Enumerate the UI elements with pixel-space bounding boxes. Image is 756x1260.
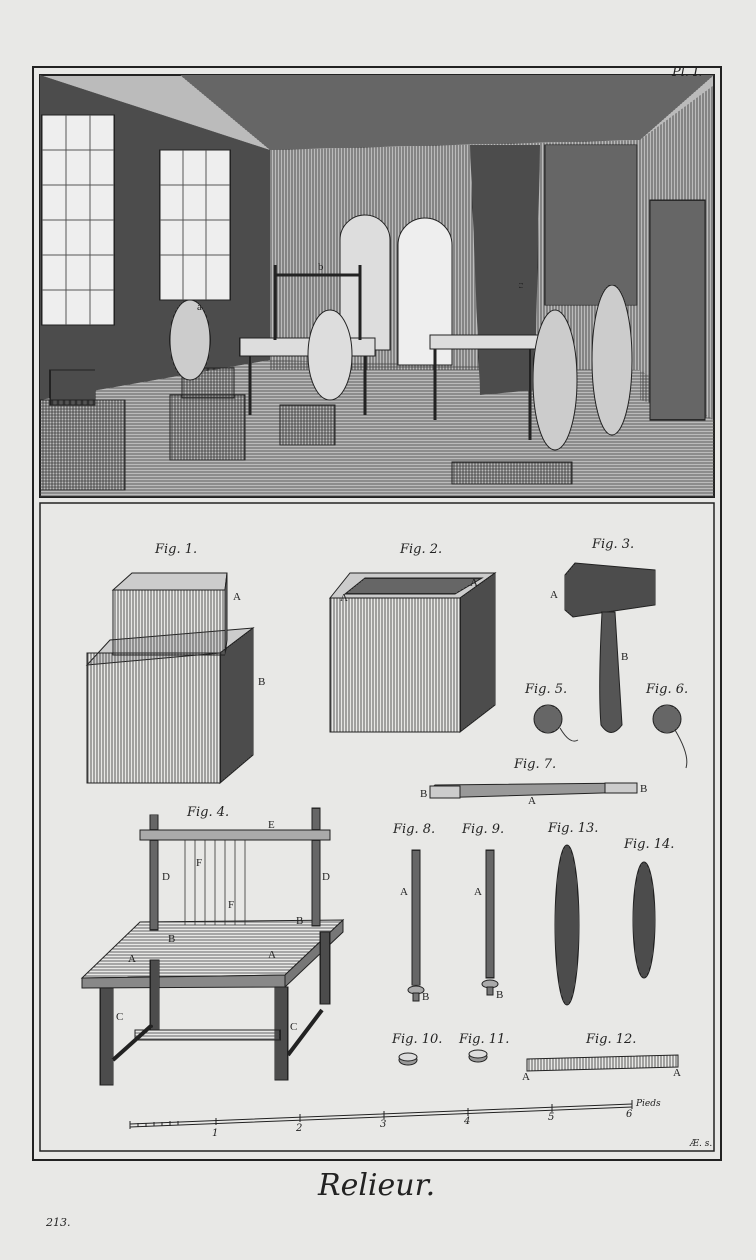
fig7-label: Fig. 7. [513, 757, 556, 772]
fig13-folding-bone: Fig. 13. [547, 821, 598, 1006]
fig1-label: Fig. 1. [154, 542, 197, 557]
fig7-letter-a: A [528, 795, 536, 807]
scale-tick-3: 3 [380, 1119, 386, 1130]
fig8-screw-rod: Fig. 8. A B [392, 822, 435, 1003]
fig4-letter-c-right: C [290, 1021, 297, 1033]
workshop-scene: a b c [39, 75, 714, 497]
scale-tick-4: 4 [463, 1116, 470, 1127]
fig1-letter-a: A [233, 591, 241, 603]
scene-letter-c: c [518, 279, 523, 291]
fig13-label: Fig. 13. [547, 821, 598, 836]
fig8-letter-a: A [400, 886, 408, 898]
scale-bar: 1 2 3 4 5 6 Pieds [129, 1099, 661, 1139]
outer-frame [32, 66, 722, 1161]
plate-title: Relieur. [317, 1168, 435, 1203]
fig6-label: Fig. 6. [645, 682, 688, 697]
fig11-label: Fig. 11. [458, 1032, 509, 1047]
fig4-letter-b-left: B [168, 933, 175, 945]
fig14-folding-bone: Fig. 14. [623, 837, 674, 979]
fig3-letter-a: A [550, 589, 558, 601]
fig4-letter-f-top: F [196, 857, 202, 869]
fig12-label: Fig. 12. [585, 1032, 636, 1047]
fig7-letter-b-left: B [420, 788, 427, 800]
fig12-letter-a-left: A [522, 1071, 530, 1083]
fig10-label: Fig. 10. [391, 1032, 442, 1047]
fig14-label: Fig. 14. [623, 837, 674, 852]
fig5-thread-ball: Fig. 5. [524, 682, 579, 742]
engraver-mark: Æ. s. [689, 1139, 712, 1149]
fig8-label: Fig. 8. [392, 822, 435, 837]
scale-tick-6: 6 [626, 1109, 633, 1120]
fig4-letter-d-right: D [322, 871, 330, 883]
fig4-letter-d-left: D [162, 871, 170, 883]
fig12-letter-a-right: A [673, 1067, 681, 1079]
fig9-letter-b: B [496, 989, 503, 1001]
fig9-letter-a: A [474, 886, 482, 898]
scene-letter-a: a [197, 301, 202, 313]
scale-tick-5: 5 [548, 1112, 554, 1123]
fig9-screw-rod: Fig. 9. A B [461, 822, 504, 1001]
plate-number: Pl. I. [671, 65, 702, 80]
fig2-hollow-block: Fig. 2. A A [328, 542, 497, 734]
scene-letter-b: b [318, 261, 324, 273]
fig6-thread-ball: Fig. 6. [645, 682, 688, 769]
fig2-letter-a-left: A [340, 592, 348, 604]
fig3-letter-b: B [621, 651, 628, 663]
fig1-letter-b: B [258, 676, 265, 688]
fig5-label: Fig. 5. [524, 682, 567, 697]
fig9-label: Fig. 9. [461, 822, 504, 837]
figures-panel-frame [39, 502, 715, 1152]
scale-tick-2: 2 [295, 1123, 302, 1134]
page-number: 213. [45, 1216, 71, 1229]
fig4-sewing-frame: Fig. 4. E D D F F B B A A C C [80, 805, 345, 1086]
fig4-letter-f-bottom: F [228, 899, 234, 911]
fig10-washer: Fig. 10. [391, 1032, 442, 1066]
fig7-bar: Fig. 7. B A B [420, 757, 647, 807]
fig4-letter-a-right: A [268, 949, 276, 961]
fig4-label: Fig. 4. [186, 805, 229, 820]
scale-tick-1: 1 [212, 1128, 218, 1139]
fig1-stacked-press-blocks: Fig. 1. A B [85, 542, 265, 785]
fig3-hammer: Fig. 3. A B [550, 537, 656, 733]
fig12-ruler: Fig. 12. A A [522, 1032, 681, 1083]
scale-unit-label: Pieds [635, 1099, 661, 1109]
fig7-letter-b-right: B [640, 783, 647, 795]
fig2-label: Fig. 2. [399, 542, 442, 557]
fig2-letter-a-right: A [470, 577, 478, 589]
fig4-letter-a-left: A [128, 953, 136, 965]
fig4-letter-b-right: B [296, 915, 303, 927]
fig4-letter-c-left: C [116, 1011, 123, 1023]
fig4-letter-e: E [268, 819, 275, 831]
fig8-letter-b: B [422, 991, 429, 1003]
fig3-label: Fig. 3. [591, 537, 634, 552]
fig11-washer: Fig. 11. [458, 1032, 509, 1063]
